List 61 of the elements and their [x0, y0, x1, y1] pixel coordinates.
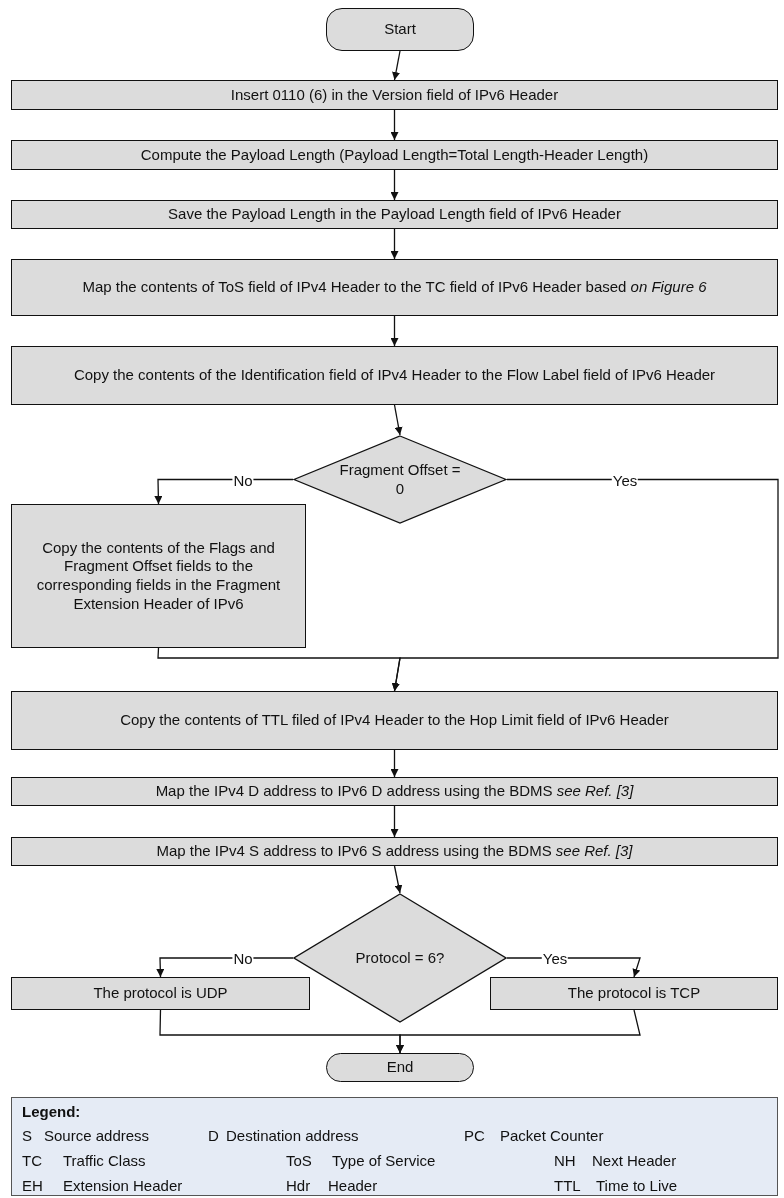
- step-text: Map the contents of ToS field of IPv4 Header to the TC field of IPv6 Header based on Figure 6: [81, 278, 708, 297]
- step-text: Copy the contents of TTL filed of IPv4 Header to the Hop Limit field of IPv6 Header: [119, 711, 670, 730]
- abbreviation-meaning: Extension Header: [63, 1178, 183, 1193]
- arrow: [154, 478, 294, 505]
- abbreviation-meaning: Source address: [44, 1128, 150, 1143]
- step-text: Copy the contents of the Flags and Fragment Offset fields to the corresponding fields in the Fragment Extension Header of IPv6: [35, 538, 282, 614]
- step-text: The protocol is UDP: [92, 984, 229, 1003]
- abbreviation-meaning: Time to Live: [596, 1178, 678, 1193]
- process-box: [11, 140, 778, 170]
- step-text: Map the IPv4 S address to IPv6 S address using the BDMS see Ref. [3]: [155, 842, 634, 861]
- process-box: [11, 977, 310, 1010]
- step-text: Copy the contents of the Identification field of IPv4 Header to the Flow Label field of IPv6 Header: [72, 366, 717, 385]
- process-box: [11, 80, 778, 110]
- abbreviation: D: [208, 1128, 219, 1143]
- step-text: Save the Payload Length in the Payload Length field of IPv6 Header: [167, 205, 622, 224]
- arrow: [393, 404, 403, 436]
- arrow: [390, 805, 399, 838]
- abbreviation: TTL: [554, 1178, 581, 1193]
- step-text: Start: [383, 20, 417, 39]
- abbreviation-meaning: Traffic Class: [63, 1153, 146, 1168]
- arrow: [390, 109, 399, 141]
- abbreviation: PC: [464, 1128, 485, 1143]
- step-text: Map the IPv4 D address to IPv6 D address using the BDMS see Ref. [3]: [154, 782, 635, 801]
- arrow: [390, 749, 399, 778]
- abbreviation-meaning: Destination address: [226, 1128, 359, 1143]
- legend-panel: [11, 1097, 778, 1196]
- arrow: [156, 957, 294, 978]
- arrow: [396, 1009, 641, 1054]
- arrow: [393, 865, 403, 894]
- abbreviation: ToS: [286, 1153, 312, 1168]
- process-box: [11, 346, 778, 405]
- process-box: [11, 200, 778, 229]
- abbreviation: TC: [22, 1153, 42, 1168]
- process-box: [11, 691, 778, 750]
- abbreviation-meaning: Type of Service: [332, 1153, 436, 1168]
- arrow: [390, 315, 399, 347]
- abbreviation: Hdr: [286, 1178, 311, 1193]
- process-box: [11, 259, 778, 316]
- legend-title: Legend:: [22, 1104, 81, 1119]
- step-text: Compute the Payload Length (Payload Length=Total Length-Header Length): [139, 145, 650, 165]
- terminal-shape: [326, 1053, 474, 1082]
- step-text: End: [385, 1058, 415, 1077]
- abbreviation-meaning: Packet Counter: [500, 1128, 604, 1143]
- process-box: [11, 504, 306, 648]
- step-text: Insert 0110 (6) in the Version field of IPv6 Header: [229, 85, 560, 105]
- arrow: [390, 169, 399, 201]
- abbreviation: EH: [22, 1178, 43, 1193]
- terminal-shape: [326, 8, 474, 51]
- step-text: The protocol is TCP: [566, 984, 702, 1003]
- arrow: [157, 647, 401, 692]
- process-box: [11, 777, 778, 806]
- abbreviation-meaning: Header: [328, 1178, 378, 1193]
- arrow: [390, 228, 399, 260]
- decision-text: Fragment Offset = 0: [338, 460, 462, 499]
- arrow: [392, 50, 401, 81]
- abbreviation: NH: [554, 1153, 576, 1168]
- process-box: [11, 837, 778, 866]
- process-box: [490, 977, 778, 1010]
- abbreviation-meaning: Next Header: [592, 1153, 677, 1168]
- abbreviation: S: [22, 1128, 32, 1143]
- decision-text: Protocol = 6?: [354, 948, 446, 968]
